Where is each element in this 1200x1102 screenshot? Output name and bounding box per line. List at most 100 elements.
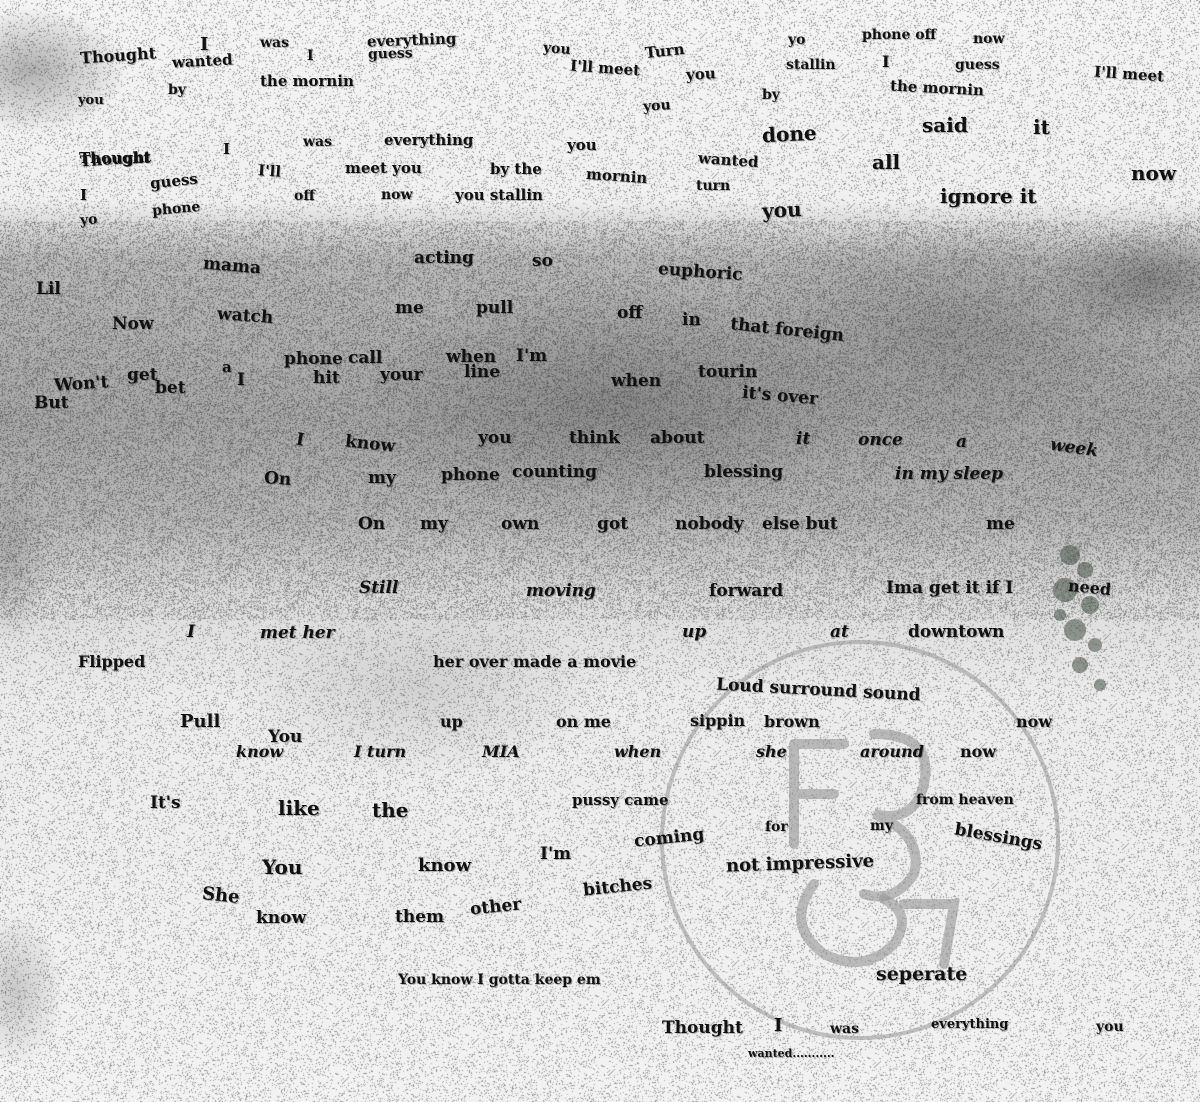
lyric-word: for [765,819,788,835]
lyric-word: me [395,298,424,318]
lyric-word: week [1048,434,1100,462]
lyric-word: the [372,798,409,822]
lyric-word: hit [313,368,340,388]
lyric-word: met her [260,623,335,643]
lyric-word: I [307,48,314,64]
lyric-word: I [294,429,306,451]
grunge-speck [1053,545,1106,691]
lyric-word: a [956,432,968,452]
lyric-word: done [761,120,818,148]
lyric-word: my [368,468,396,488]
lyric-word: you [567,136,597,154]
lyric-word: need [1067,575,1113,600]
lyric-word: it [796,429,811,449]
lyric-word: line [464,362,501,382]
lyric-word: you [685,64,717,84]
lyric-word: I'm [540,844,572,864]
lyric-word: it [1033,115,1050,139]
lyric-word: in my sleep [895,464,1004,484]
lyric-word: I turn [354,742,407,761]
lyric-word: downtown [908,622,1005,642]
lyric-word: blessing [704,462,784,482]
lyric-word: wanted [171,50,233,72]
lyric-word: mama [202,253,262,279]
lyric-word: was [303,134,333,150]
lyric-word: watch [216,304,274,328]
lyric-word: not impressive [725,850,875,877]
lyric-word: off [294,188,315,204]
lyric-word: I [882,52,890,71]
lyric-word: like [278,796,320,820]
lyric-word: you stallin [455,186,543,204]
lyric-word: all [872,150,901,174]
lyric-word: you [1096,1019,1124,1035]
lyric-word: up [440,712,463,731]
lyric-word: ignore it [940,184,1037,208]
lyric-word: yo [788,32,806,48]
lyric-word: Won't [53,372,110,396]
lyric-word: now [381,187,413,203]
lyric-word: off [617,303,643,323]
lyric-word: so [532,251,553,271]
lyric-word: once [858,430,903,450]
lyric-word: you [78,93,104,108]
lyric-word: Thought [79,43,157,68]
lyric-word: MIA [482,742,520,761]
lyric-word: pull [476,298,514,318]
lyric-word: at [830,622,849,642]
lyric-word: guess [367,45,413,63]
lyric-word: You [262,855,303,879]
lyric-word: meet you [345,159,422,177]
lyric-word: you [478,428,512,448]
lyric-word: I'm [516,346,548,366]
lyric-word: you [542,39,572,59]
lyric-word: on me [556,712,611,731]
lyric-word: your [380,365,423,385]
lyric-word: I [223,140,231,158]
lyric-word: know [236,742,284,761]
lyric-word: other [469,894,523,920]
lyric-word: my [870,818,893,834]
lyric-word: her over made a movie [433,652,637,671]
lyric-word: I'll [257,161,282,181]
lyric-word: by [168,82,186,98]
lyric-word: when [611,371,662,391]
lyric-word: I'll meet [569,56,641,80]
lyric-word: phone [284,349,343,369]
lyric-word: now [973,31,1005,47]
lyric-word: Thought [79,149,151,167]
lyric-word: when [446,347,497,367]
lyric-word: mornin [585,164,648,188]
lyric-word: got [597,514,629,534]
lyric-word: around [860,742,924,761]
lyric-word: you [642,97,672,115]
lyric-word: euphoric [657,259,744,285]
lyric-word: I [774,1015,783,1036]
lyric-word: me [986,514,1015,534]
lyric-word: pussy came [572,791,669,809]
lyric-word: call [348,348,383,368]
lyric-word: by [762,87,780,103]
lyric-word: brown [764,712,820,731]
lyric-word: everything [931,1017,1009,1032]
lyric-word: phone off [862,27,937,43]
lyric-word: bet [155,378,186,398]
lyric-word: turn [696,178,731,194]
lyric-word: yo [79,211,99,229]
lyric-word: everything [384,131,474,149]
lyric-word: get [127,365,158,385]
lyric-word: know [344,431,397,457]
lyric-word: counting [512,462,597,482]
lyric-word: forward [709,581,784,601]
lyric-word: Turn [644,39,686,63]
lyric-word: a [222,358,232,376]
lyric-word: now [1131,161,1177,185]
lyric-word: about [650,428,705,448]
lyric-word: the mornin [889,76,985,100]
lyric-word: bitches [582,873,654,901]
lyric-word: phone [441,465,500,485]
lyric-word: I [237,370,245,390]
lyric-word: when [614,742,662,761]
lyric-word: phone [151,198,202,220]
